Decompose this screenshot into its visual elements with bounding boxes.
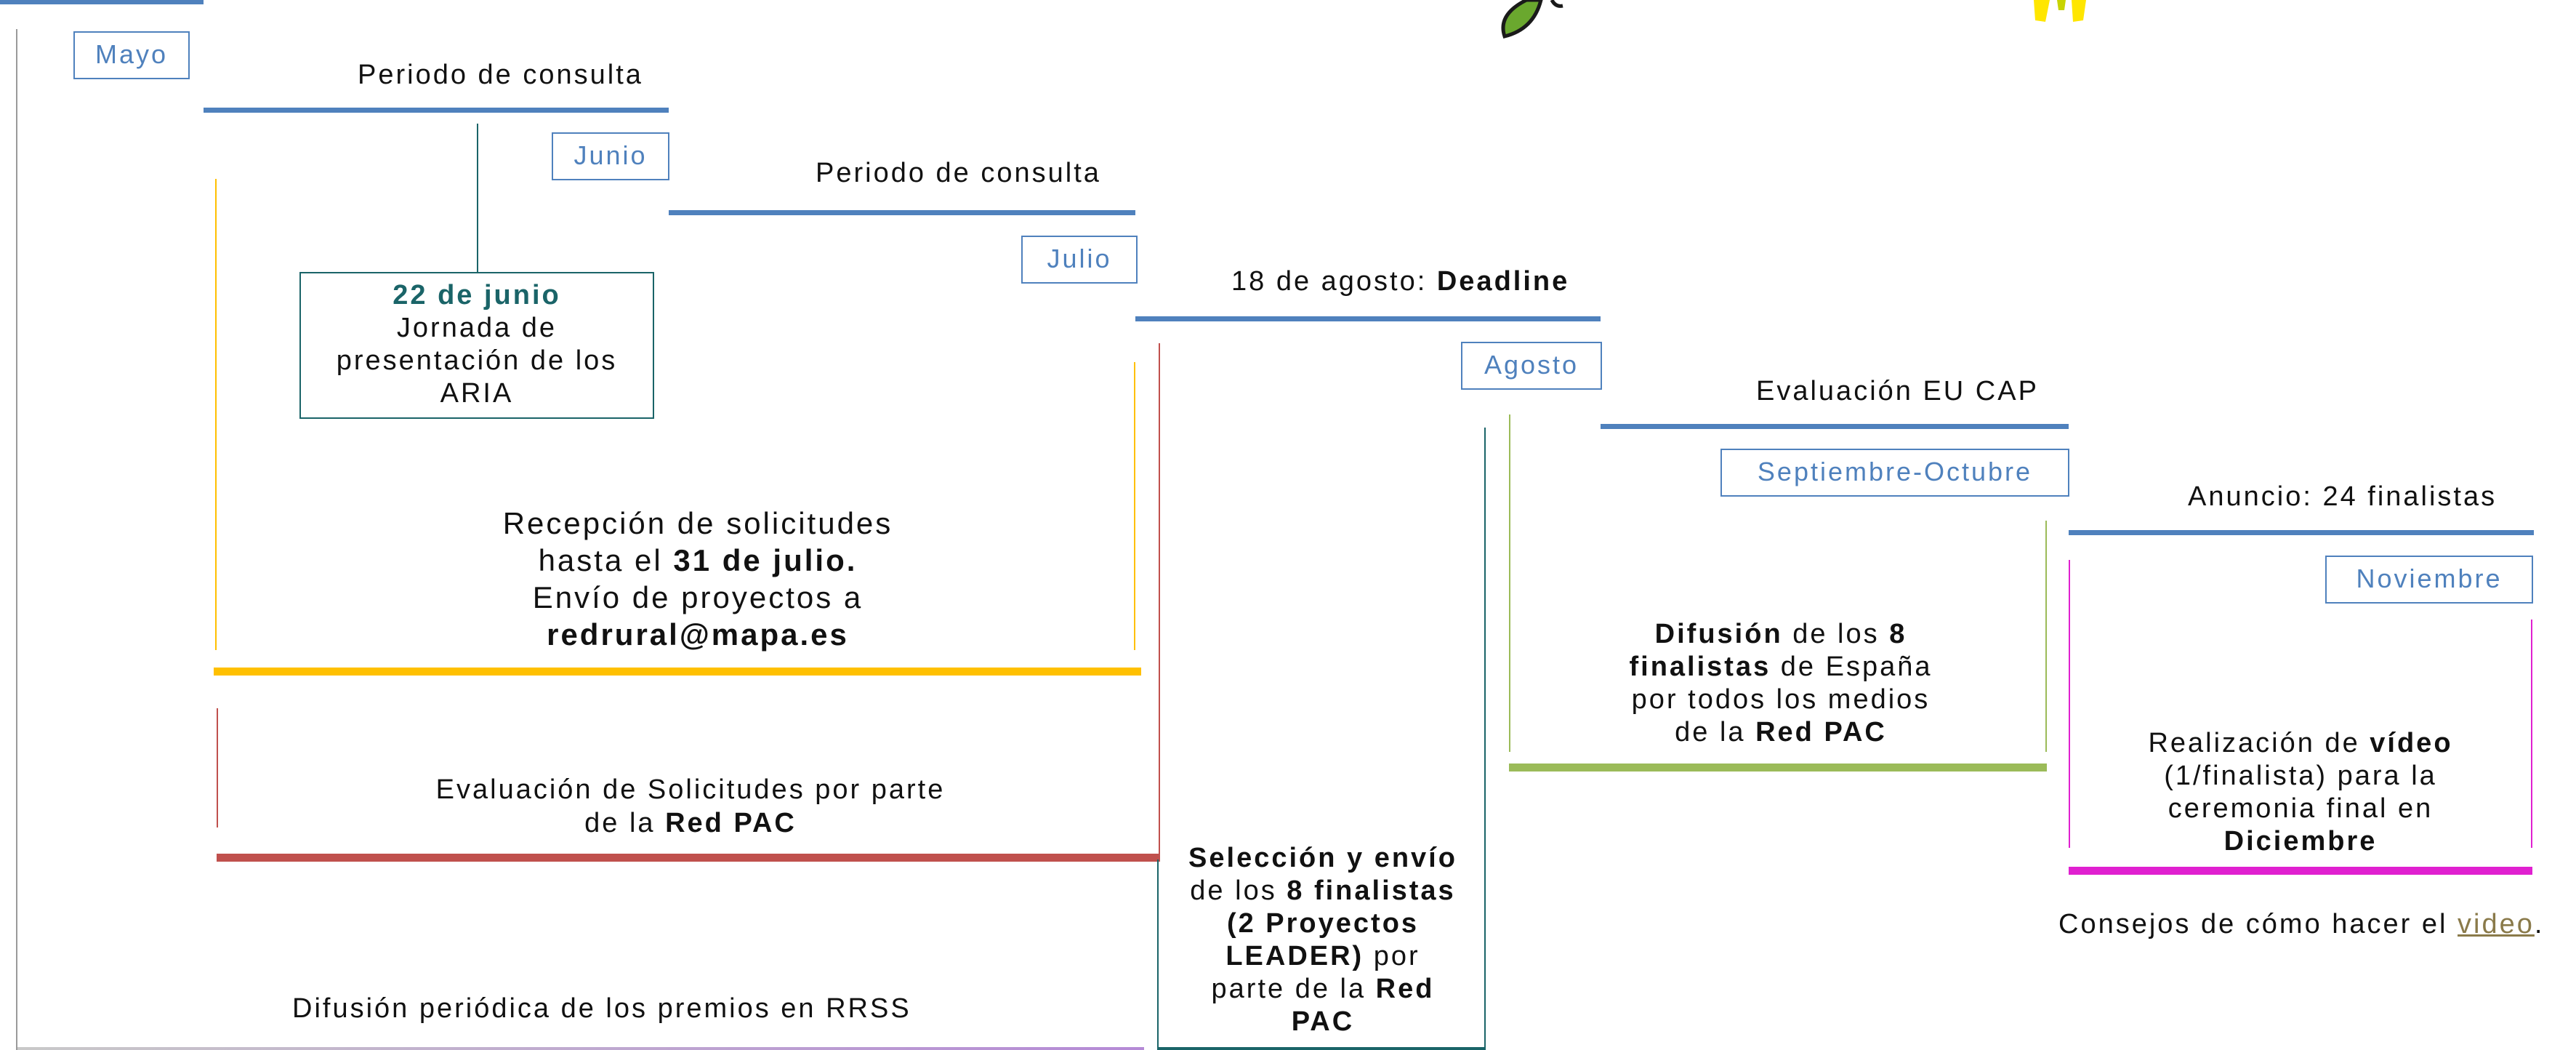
video-line-2: (1/finalista) para la [2164, 761, 2437, 791]
difusion-line-1-mid: de los [1782, 619, 1890, 649]
jornada-text: Jornada de presentación de los ARIA [336, 313, 618, 409]
difusion-line-2-bold: finalistas [1629, 652, 1771, 682]
evaluacion-line-2-bold: Red PAC [665, 808, 797, 838]
seleccion-line-5-pre: parte de la [1211, 974, 1376, 1004]
magenta-bar [2069, 867, 2532, 875]
difusion-rrss-text: Difusión periódica de los premios en RRS… [292, 993, 911, 1024]
evaluacion-line-2-pre: de la [584, 808, 666, 838]
purple-bar [17, 1047, 1144, 1050]
month-label-junio: Junio [552, 132, 669, 180]
evaluacion-text: Evaluación de Solicitudes por parte de l… [363, 773, 1018, 840]
month-label-julio: Julio [1021, 236, 1138, 284]
consejos-period: . [2534, 909, 2545, 939]
timeline-segment-sept-oct [1601, 424, 2069, 429]
phase-anuncio: Anuncio: 24 finalistas [2188, 481, 2497, 512]
seleccion-line-1: Selección y envío [1188, 843, 1457, 873]
video-text: Realización de vídeo (1/finalista) para … [2079, 727, 2522, 858]
sun-logo-icon [2034, 0, 2086, 22]
phase-deadline: 18 de agosto: Deadline [1231, 266, 1569, 297]
evaluacion-line-2: de la Red PAC [363, 806, 1018, 840]
seleccion-line-2: de los 8 finalistas [1163, 875, 1483, 907]
jornada-connector-line [477, 124, 478, 273]
yellow-right-bracket [1134, 362, 1135, 650]
video-line-4: Diciembre [2223, 826, 2378, 857]
recepcion-text: Recepción de solicitudes hasta el 31 de … [407, 505, 989, 653]
seleccion-line-2-pre: de los [1190, 875, 1287, 906]
difusion-finalistas-text: Difusión de los 8 finalistas de España p… [1534, 618, 2028, 749]
month-label-mayo: Mayo [73, 31, 190, 79]
difusion-line-4-bold: Red PAC [1755, 717, 1887, 748]
phase-evaluacion-eu: Evaluación EU CAP [1756, 376, 2039, 406]
red-left-bracket [217, 708, 218, 827]
seleccion-line-2-bold: 8 finalistas [1287, 875, 1456, 906]
difusion-line-1-num: 8 [1889, 619, 1907, 649]
month-label-noviembre: Noviembre [2325, 556, 2533, 604]
magenta-left-bracket [2069, 560, 2070, 848]
seleccion-line-5-bold: Red [1375, 974, 1435, 1004]
evaluacion-line-1: Evaluación de Solicitudes por parte [435, 774, 946, 805]
jornada-date: 22 de junio [393, 280, 561, 310]
green-bar [1509, 764, 2047, 772]
phase-consulta-1: Periodo de consulta [358, 60, 643, 90]
teal-right-bracket [1484, 428, 1486, 1050]
deadline-bold: Deadline [1436, 266, 1570, 297]
video-line-1-bold: vídeo [2370, 728, 2453, 758]
video-link[interactable]: video [2458, 909, 2535, 939]
difusion-line-3: por todos los medios [1631, 684, 1931, 715]
recepcion-line-2: hasta el 31 de julio. [407, 542, 989, 579]
seleccion-line-5: parte de la Red [1163, 973, 1483, 1006]
left-border-line [16, 29, 17, 1050]
seleccion-line-4: LEADER) por [1163, 940, 1483, 973]
video-line-1: Realización de vídeo [2079, 727, 2522, 760]
seleccion-line-4-bold: LEADER) [1225, 941, 1364, 971]
timeline-segment-august [1135, 316, 1601, 321]
seleccion-line-4-post: por [1364, 941, 1420, 971]
teal-left-bracket [1157, 859, 1159, 1050]
seleccion-line-6: PAC [1291, 1006, 1355, 1037]
difusion-line-2: finalistas de España [1534, 651, 2028, 684]
recepcion-line-3: Envío de proyectos a [532, 580, 864, 614]
phase-consulta-2: Periodo de consulta [816, 158, 1101, 188]
month-label-agosto: Agosto [1461, 342, 1602, 390]
timeline-segment-may [0, 0, 204, 4]
red-right-bracket [1159, 343, 1160, 858]
leaf-logo-icon [1501, 0, 1563, 39]
seleccion-text: Selección y envío de los 8 finalistas (2… [1163, 842, 1483, 1038]
magenta-right-bracket [2531, 620, 2532, 848]
difusion-line-1-bold: Difusión [1654, 619, 1783, 649]
month-label-septiembre-octubre: Septiembre-Octubre [1720, 449, 2069, 497]
teal-bar [1159, 1047, 1486, 1050]
yellow-left-bracket [215, 179, 217, 650]
timeline-segment-june [204, 108, 669, 113]
difusion-line-4-pre: de la [1675, 717, 1756, 748]
video-line-1-pre: Realización de [2148, 728, 2370, 758]
difusion-line-2-post: de España [1771, 652, 1933, 682]
red-bar [217, 854, 1160, 862]
recepcion-line-2-bold: 31 de julio. [673, 543, 858, 577]
jornada-box: 22 de junio Jornada de presentación de l… [299, 272, 654, 419]
difusion-line-4: de la Red PAC [1534, 716, 2028, 749]
green-right-bracket [2045, 521, 2047, 752]
green-left-bracket [1509, 414, 1510, 752]
video-line-3: ceremonia final en [2168, 793, 2434, 824]
yellow-bar [214, 668, 1141, 676]
timeline-segment-july [669, 210, 1135, 215]
recepcion-line-2-pre: hasta el [538, 543, 674, 577]
seleccion-line-3: (2 Proyectos [1226, 908, 1420, 939]
consejos-prefix: Consejos de cómo hacer el [2058, 909, 2458, 939]
difusion-line-1: Difusión de los 8 [1534, 618, 2028, 651]
timeline-segment-nov [2069, 530, 2534, 535]
recepcion-email: redrural@mapa.es [547, 617, 849, 652]
consejos-text: Consejos de cómo hacer el video. [2058, 909, 2544, 940]
recepcion-line-1: Recepción de solicitudes [502, 506, 893, 540]
deadline-prefix: 18 de agosto: [1231, 266, 1437, 297]
